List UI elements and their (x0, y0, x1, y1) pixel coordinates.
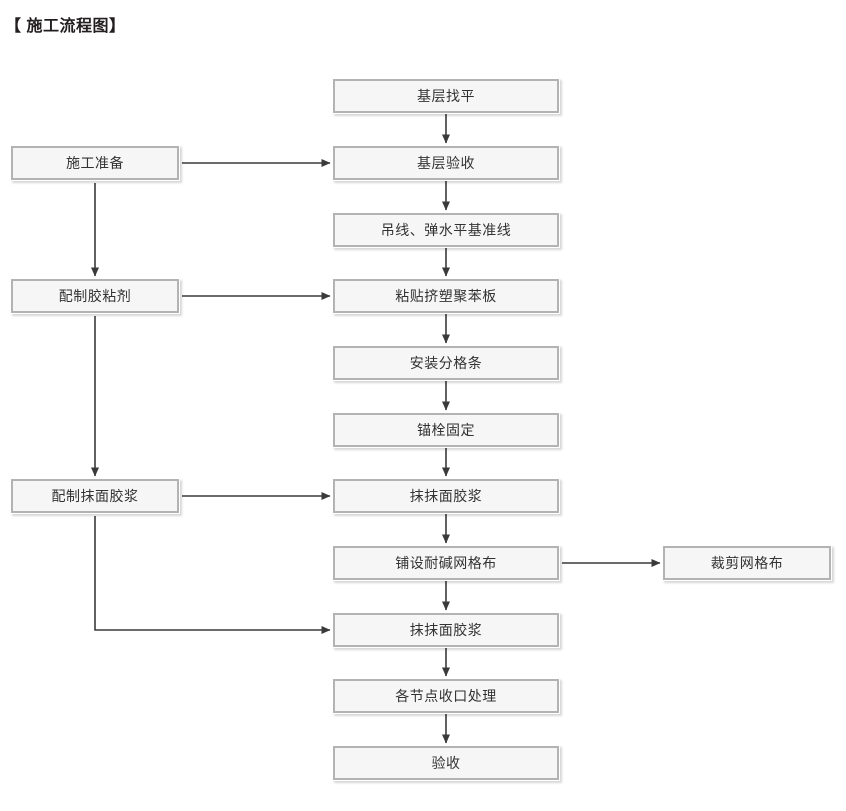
flow-node-label: 裁剪网格布 (710, 555, 784, 571)
flow-node-n04[interactable]: 粘贴挤塑聚苯板 (332, 278, 560, 314)
flow-node-label: 验收 (431, 755, 461, 771)
flow-node-n08[interactable]: 铺设耐碱网格布 (332, 545, 560, 581)
flow-node-label: 锚栓固定 (417, 422, 475, 438)
flow-node-label: 各节点收口处理 (395, 688, 497, 704)
flow-node-label: 安装分格条 (409, 355, 483, 371)
flow-node-L2[interactable]: 配制胶粘剂 (10, 278, 180, 314)
flow-node-label: 基层找平 (417, 88, 475, 104)
flow-node-n03[interactable]: 吊线、弹水平基准线 (332, 212, 560, 248)
flow-node-label: 配制抹面胶浆 (51, 488, 139, 504)
flow-node-n11[interactable]: 验收 (332, 745, 560, 781)
flow-node-n09[interactable]: 抹抹面胶浆 (332, 612, 560, 648)
flow-node-label: 基层验收 (417, 155, 475, 171)
flow-node-L3[interactable]: 配制抹面胶浆 (10, 478, 180, 514)
flow-node-n01[interactable]: 基层找平 (332, 78, 560, 114)
flow-node-label: 配制胶粘剂 (58, 288, 132, 304)
flow-node-label: 抹抹面胶浆 (409, 488, 483, 504)
page-title: 【 施工流程图】 (5, 18, 126, 35)
flow-node-n07[interactable]: 抹抹面胶浆 (332, 478, 560, 514)
flow-node-label: 吊线、弹水平基准线 (380, 222, 512, 238)
flow-node-n06[interactable]: 锚栓固定 (332, 412, 560, 448)
flow-node-label: 抹抹面胶浆 (409, 622, 483, 638)
flow-node-R1[interactable]: 裁剪网格布 (662, 545, 832, 581)
flow-node-n10[interactable]: 各节点收口处理 (332, 678, 560, 714)
edge-L3-n09 (94, 516, 331, 634)
flow-node-L1[interactable]: 施工准备 (10, 145, 180, 181)
flow-node-n02[interactable]: 基层验收 (332, 145, 560, 181)
flow-node-label: 粘贴挤塑聚苯板 (395, 288, 497, 304)
flow-node-n05[interactable]: 安装分格条 (332, 345, 560, 381)
flow-node-label: 施工准备 (66, 155, 124, 171)
flow-node-label: 铺设耐碱网格布 (395, 555, 497, 571)
